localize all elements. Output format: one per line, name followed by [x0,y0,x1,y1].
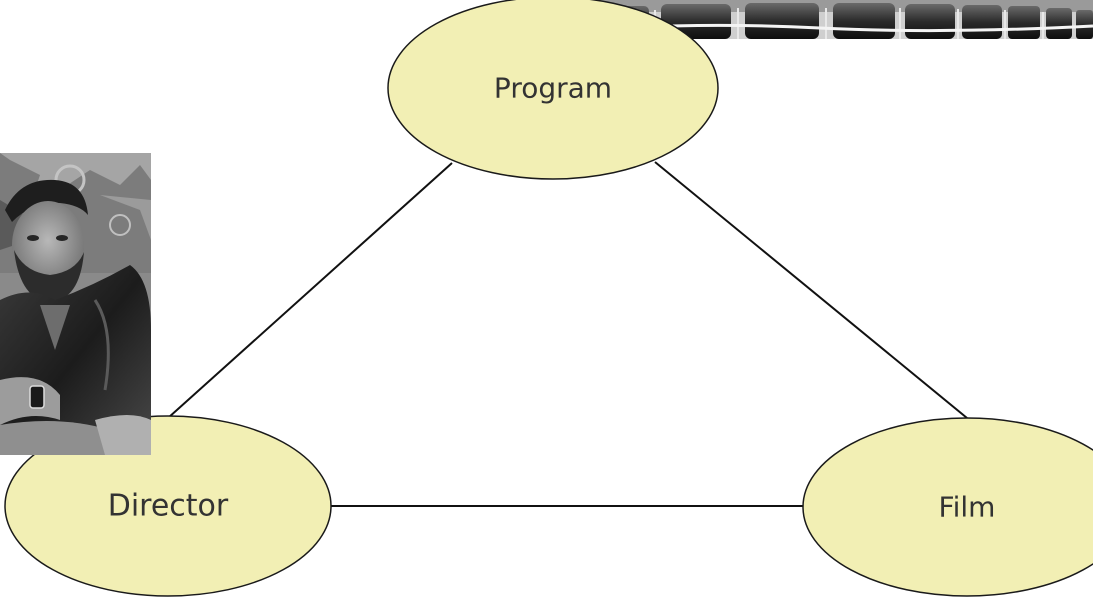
edge-program-film [654,161,968,419]
director-portrait-photo [0,153,151,455]
diagram-edges [167,161,968,507]
node-label-director: Director [108,489,229,524]
node-program: Program [387,0,719,180]
node-film: Film [802,417,1093,597]
node-director: Director [4,415,332,597]
edge-program-director [167,162,453,419]
node-label-film: Film [939,491,996,524]
node-label-program: Program [494,72,612,105]
